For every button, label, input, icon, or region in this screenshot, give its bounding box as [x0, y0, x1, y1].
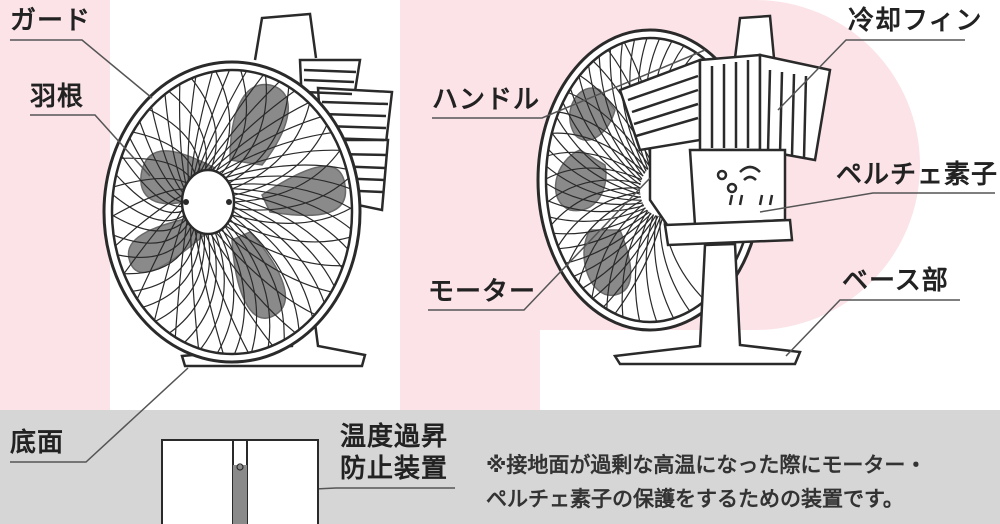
right-fan-shelf — [663, 218, 794, 247]
left-fan — [102, 12, 394, 368]
cooling-fin-leader — [777, 39, 965, 111]
guard-leader — [10, 39, 153, 99]
left-fan-blade — [127, 83, 347, 319]
right-fan-handle — [733, 14, 776, 59]
left-fan-hub — [180, 168, 236, 236]
handle-leader — [432, 49, 706, 119]
left-fan-grille — [111, 69, 353, 355]
peltier-leader — [759, 192, 995, 213]
label-cooling-fin: 冷却フィン — [848, 6, 983, 36]
label-guard: ガード — [10, 6, 92, 36]
right-fan-peltier-module — [688, 148, 787, 227]
label-blade: 羽根 — [30, 82, 85, 112]
base-leader — [785, 299, 960, 357]
note-line1: ※接地面が過剰な高温になった際にモーター・ — [486, 453, 927, 477]
bottom-leader — [10, 367, 189, 463]
leader-lines — [10, 39, 995, 493]
right-fan — [536, 14, 832, 366]
left-fan-handle — [253, 12, 318, 61]
label-handle: ハンドル — [432, 85, 541, 115]
label-base: ベース部 — [842, 266, 949, 296]
thermal-protector-cutaway — [161, 439, 319, 524]
label-bottom: 底面 — [10, 428, 65, 458]
label-thermal-protector-line1: 温度過昇 — [340, 422, 449, 452]
left-fan-cooling-fin — [298, 58, 394, 212]
label-peltier: ペルチェ素子 — [836, 160, 999, 190]
label-motor: モーター — [428, 277, 537, 307]
motor-leader — [428, 177, 651, 311]
note-line2: ペルチェ素子の保護をするための装置です。 — [486, 487, 904, 511]
blade-leader — [30, 114, 151, 177]
label-thermal-protector-line2: 防止装置 — [340, 454, 449, 484]
right-fan-base — [612, 242, 802, 366]
